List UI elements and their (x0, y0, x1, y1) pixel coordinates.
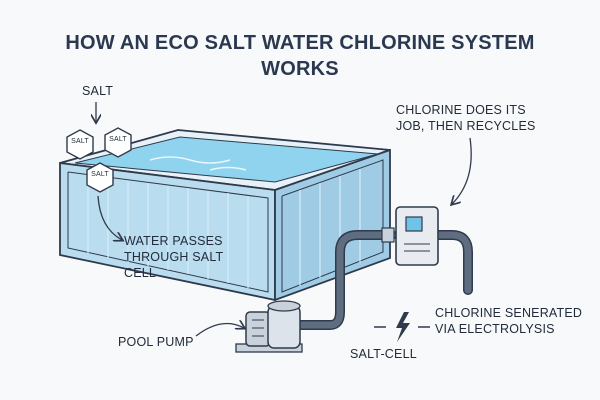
salt-crystal-label: SALT (91, 171, 109, 178)
label-line: CELL (124, 266, 157, 280)
label-line: THROUGH SALT (124, 250, 224, 264)
label-line: CHLORINE DOES ITS (396, 103, 526, 117)
water-ripple (209, 166, 247, 171)
lightning-bolt-icon (374, 312, 430, 342)
glass-stripes (87, 169, 361, 288)
water-passes-arrow (97, 195, 122, 240)
water-ripple (149, 156, 231, 164)
label-salt-cell: SALT-CELL (350, 347, 417, 361)
salt-crystal-label: SALT (109, 136, 127, 143)
salt-crystal (66, 129, 94, 160)
chlorinator-controller (395, 206, 439, 266)
label-line: VIA ELECTROLYSIS (435, 322, 555, 336)
pool-pump-arrow (195, 324, 244, 337)
controller-screen (405, 216, 423, 232)
label-line: CHLORINE SENERATED (435, 306, 583, 320)
diagram-title: HOW AN ECO SALT WATER CHLORINE SYSTEM WO… (0, 30, 600, 82)
pool-pump (235, 300, 303, 353)
salt-crystal (86, 162, 114, 193)
label-chlorine-recycles: CHLORINE DOES ITS JOB, THEN RECYCLES (396, 102, 536, 134)
label-pool-pump: POOL PUMP (118, 335, 194, 349)
label-water-passes: WATER PASSES THROUGH SALT CELL (124, 233, 223, 281)
salt-crystal (104, 127, 132, 158)
pool-side-wall (274, 148, 391, 302)
chlorine-recycles-arrow (452, 137, 472, 204)
label-line: WATER PASSES (124, 234, 223, 248)
title-line-1: HOW AN ECO SALT WATER CHLORINE SYSTEM (65, 32, 535, 54)
label-line: JOB, THEN RECYCLES (396, 119, 536, 133)
label-salt: SALT (82, 84, 114, 98)
pool (59, 129, 391, 302)
label-chlorine-generated: CHLORINE SENERATED VIA ELECTROLYSIS (435, 305, 582, 337)
pipes (293, 227, 473, 330)
salt-crystal-label: SALT (71, 138, 89, 145)
title-line-2: WORKS (261, 58, 339, 80)
salt-crystals (66, 127, 132, 193)
annotation-arrows (96, 102, 472, 337)
